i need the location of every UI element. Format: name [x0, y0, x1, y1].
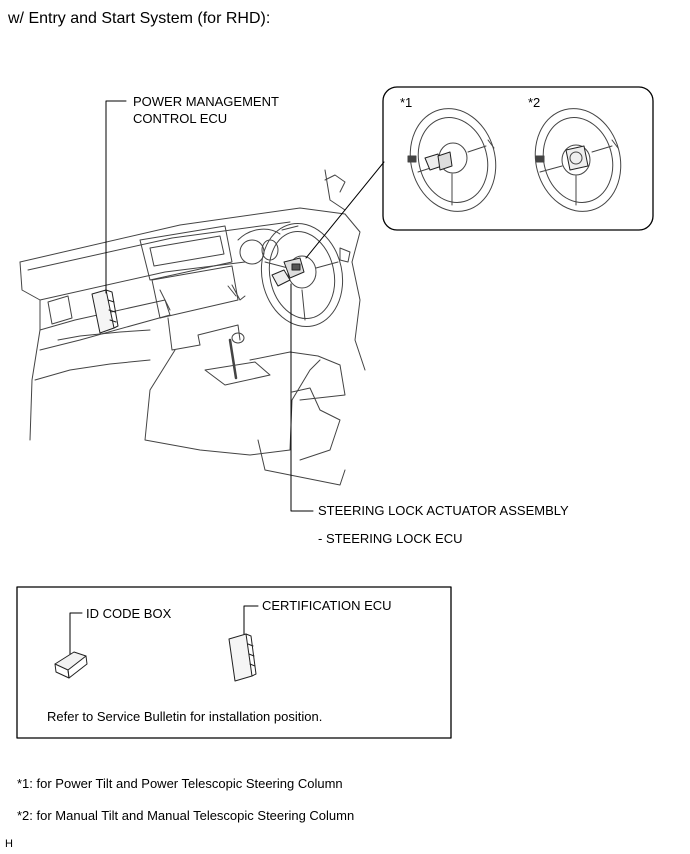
inset-steering-wheel-1 — [407, 108, 497, 212]
power-ecu-label-line2: CONTROL ECU — [133, 111, 228, 126]
dashboard-drawing — [19, 169, 366, 486]
steering-wheel-drawing — [260, 222, 344, 328]
leader-lines — [105, 100, 385, 512]
certification-ecu-icon — [228, 605, 259, 682]
certification-ecu-label: CERTIFICATION ECU — [262, 598, 392, 613]
footnote-1: *1: for Power Tilt and Power Telescopic … — [17, 776, 343, 791]
id-code-box-label: ID CODE BOX — [86, 606, 172, 621]
inset-label-1: *1 — [400, 95, 413, 110]
service-bulletin-box — [16, 586, 452, 739]
id-code-box-icon — [54, 612, 88, 679]
inset-leader-line — [305, 161, 385, 259]
steering-lock-label-line1: STEERING LOCK ACTUATOR ASSEMBLY — [318, 503, 569, 518]
inset-steering-wheel-2 — [534, 108, 622, 212]
inset-label-2: *2 — [528, 95, 541, 110]
steering-lock-label-line2: - STEERING LOCK ECU — [318, 531, 463, 546]
power-management-ecu-icon — [91, 289, 119, 334]
corner-mark: H — [5, 838, 13, 850]
power-ecu-label-line1: POWER MANAGEMENT — [133, 94, 279, 109]
service-bulletin-note: Refer to Service Bulletin for installati… — [47, 709, 323, 724]
footnote-2: *2: for Manual Tilt and Manual Telescopi… — [17, 808, 355, 823]
steering-lock-leader-line — [290, 283, 314, 512]
steering-inset-box — [382, 86, 654, 231]
page-title: w/ Entry and Start System (for RHD): — [8, 10, 271, 27]
power-ecu-leader-line — [105, 100, 127, 294]
steering-lock-actuator-icon — [271, 257, 305, 287]
